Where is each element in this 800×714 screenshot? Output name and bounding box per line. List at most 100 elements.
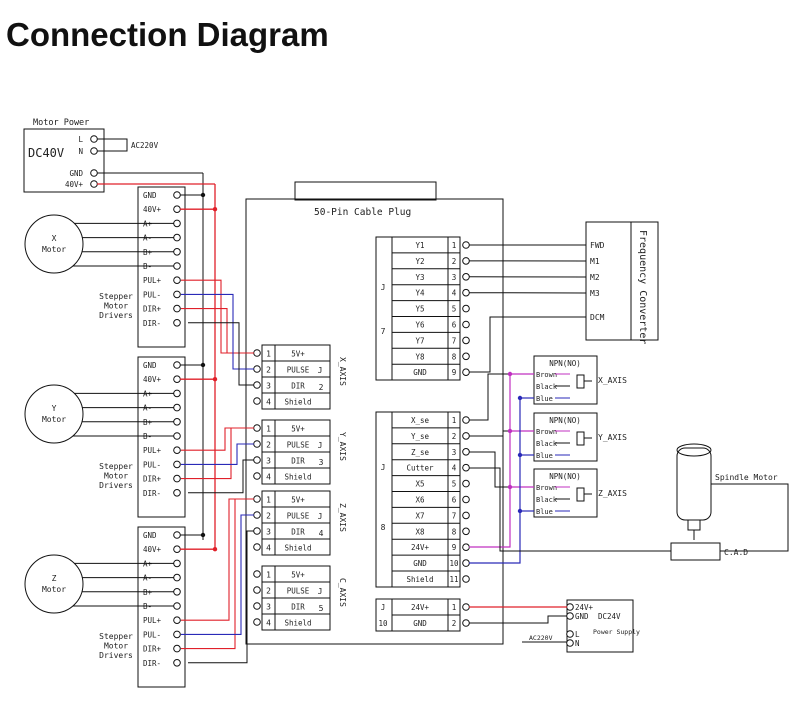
axis-pin-label: PULSE [287, 512, 310, 521]
j7-terminal [462, 241, 470, 249]
driver-terminal [173, 616, 181, 625]
frequency-converter-box [585, 221, 659, 341]
j8-pin-label: 24V+ [411, 543, 430, 552]
ac-input-wire [97, 138, 128, 152]
j8-terminal [462, 463, 470, 472]
axis-pin-number: 2 [266, 512, 271, 521]
stepper-driver-label: Drivers [99, 311, 133, 320]
axis-pin-label: DIR [291, 382, 305, 391]
j8-pin-number: 6 [452, 496, 457, 505]
driver-terminal-label: PUL+ [143, 616, 162, 625]
j7-pin-number: 4 [452, 289, 457, 298]
j8-pin-label: X7 [415, 511, 424, 520]
driver-terminal [173, 588, 181, 596]
j8-terminal [462, 495, 470, 504]
axis-pin-label: 5V+ [291, 496, 305, 505]
axis-block-jlabel: J [318, 441, 323, 450]
j8-pin-number: 8 [452, 527, 457, 536]
pul-plus-wire [181, 427, 254, 451]
stepper-driver-label: Drivers [99, 481, 133, 490]
junction-dot [507, 371, 513, 377]
junction-dot [517, 508, 523, 514]
driver-terminal [173, 559, 181, 568]
j7-terminal [462, 352, 470, 361]
j7-pin-column [391, 236, 461, 381]
sensor-type-label: NPN(NO) [549, 416, 581, 425]
j8-terminal [462, 432, 470, 440]
sensor-signal-wire [469, 451, 534, 488]
axis-pin-number: 3 [266, 603, 271, 612]
driver-terminal [173, 432, 181, 440]
j8-pin-number: 3 [452, 448, 457, 457]
sensor-type-label: NPN(NO) [549, 472, 581, 481]
sensor-axis-label: Y_AXIS [598, 433, 627, 442]
axis-terminal [253, 511, 261, 519]
axis-pin-label: DIR [291, 457, 305, 466]
stepper-driver-label: Stepper [99, 292, 133, 301]
axis-terminal [253, 602, 261, 610]
j10-terminal [462, 603, 470, 611]
axis-terminal [253, 543, 261, 551]
spindle-body [676, 447, 712, 521]
driver-terminal [173, 474, 181, 483]
axis-terminal [253, 586, 261, 594]
driver-terminal [173, 460, 181, 469]
j7-pin-number: 5 [452, 305, 457, 314]
axis-pin-label: Shield [284, 398, 311, 407]
sensor-24v-wire [469, 374, 511, 548]
axis-terminal [253, 570, 261, 578]
j10-pin-label: 24V+ [411, 603, 430, 612]
axis-terminal [253, 424, 261, 432]
motor-name-label: Motor [42, 245, 66, 254]
axis-block-number: 5 [319, 604, 324, 613]
junction-dot [507, 428, 513, 434]
driver-terminal-label: PUL- [143, 630, 161, 639]
sensor-axis-label: Z_AXIS [598, 489, 627, 498]
driver-terminal-label: DIR+ [143, 475, 162, 484]
driver-terminal [173, 418, 181, 426]
motor-power-terminal-label: L [78, 135, 83, 144]
stepper-driver-label: Motor [104, 642, 128, 651]
sensor-wire-label: Blue [536, 395, 553, 403]
j8-pin-label: X6 [415, 496, 425, 505]
motor-name-label: Motor [42, 585, 66, 594]
frequency-converter-terminal: M1 [590, 257, 600, 266]
page-title: Connection Diagram [6, 16, 329, 53]
cad-relay-box [670, 542, 721, 561]
j8-pin-column [391, 411, 461, 588]
j7-pin-label: Y2 [415, 257, 424, 266]
driver-terminal-label: GND [143, 191, 157, 200]
pul-minus-wire [181, 443, 254, 465]
j10-pin-number: 1 [452, 603, 457, 612]
cad-label: C.A.D [724, 548, 748, 557]
driver-terminal [173, 233, 181, 242]
j8-pin-label: Z_se [411, 448, 430, 457]
j8-pin-label: X_se [411, 416, 430, 425]
stepper-driver-label: Motor [104, 302, 128, 311]
dir-plus-wire [181, 499, 236, 650]
pul-minus-wire [181, 293, 254, 370]
junction-dot [517, 395, 523, 401]
j8-pin-number: 1 [452, 416, 457, 425]
frequency-converter-terminal: FWD [590, 241, 605, 250]
motor-name-label: X [52, 234, 57, 243]
motor-name-label: Y [52, 404, 57, 413]
driver-terminal [173, 262, 181, 270]
driver-terminal-label: GND [143, 531, 157, 540]
j8-pin-number: 4 [452, 464, 457, 473]
motor-power-terminal-label: N [78, 147, 83, 156]
j7-terminal [462, 336, 470, 345]
sensor-signal-wire [469, 373, 534, 421]
frequency-converter-terminal: DCM [590, 313, 605, 322]
stepper-driver-label: Drivers [99, 651, 133, 660]
dc24-terminal [566, 612, 574, 620]
axis-block-jlabel: J [318, 366, 323, 375]
j7-pin-label: Y8 [415, 352, 425, 361]
j8-jlabel: J [381, 463, 386, 472]
axis-terminal [253, 397, 261, 405]
driver-terminal [173, 319, 181, 327]
axis-terminal [253, 618, 261, 626]
motor-power-ac-label: AC220V [131, 141, 159, 150]
motor-power-terminal-label: 40V+ [65, 180, 84, 189]
pul-plus-wire [181, 279, 254, 354]
